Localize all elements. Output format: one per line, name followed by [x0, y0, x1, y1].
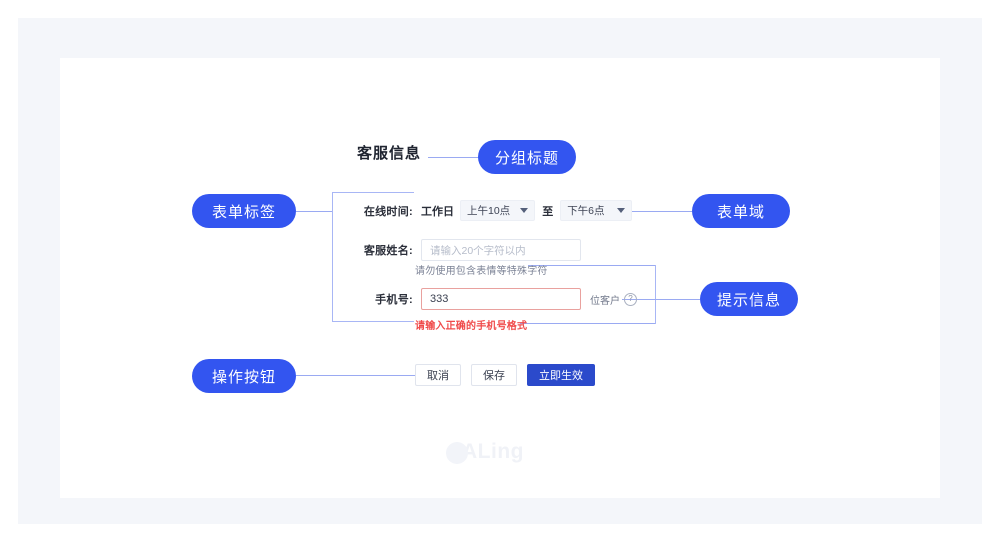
annotation-pill-action-buttons: 操作按钮 — [192, 359, 296, 393]
annotation-pill-hint-info: 提示信息 — [700, 282, 798, 316]
connector-form-field — [620, 211, 692, 212]
select-start-time-value: 上午10点 — [467, 205, 511, 217]
watermark-text: ALing — [462, 440, 524, 463]
connector-form-label — [296, 211, 332, 212]
label-phone: 手机号: — [375, 294, 413, 306]
action-button-bar: 取消 保存 立即生效 — [415, 364, 595, 386]
form-row-phone: 手机号: 333 位客户 ? — [345, 288, 637, 310]
chevron-down-icon — [520, 208, 529, 213]
label-agent-name: 客服姓名: — [363, 245, 413, 257]
connector-hint-bottom — [520, 323, 655, 324]
watermark-dot — [446, 442, 468, 464]
save-button[interactable]: 保存 — [471, 364, 517, 386]
annotation-pill-form-field: 表单域 — [692, 194, 790, 228]
phone-input-value: 333 — [430, 293, 449, 305]
connector-action-buttons — [296, 375, 416, 376]
form-row-online-time: 在线时间: 工作日 上午10点 至 下午6点 — [345, 200, 633, 221]
connector-hint-top — [528, 265, 655, 266]
connector-hint-info — [622, 299, 700, 300]
agent-name-placeholder: 请输入20个字符以内 — [430, 244, 526, 257]
select-end-time[interactable]: 下午6点 — [560, 200, 633, 221]
phone-input[interactable]: 333 — [421, 288, 581, 310]
error-message-phone: 请输入正确的手机号格式 — [415, 321, 528, 332]
cancel-button[interactable]: 取消 — [415, 364, 461, 386]
connector-group-title — [428, 157, 480, 158]
page-title: 客服信息 — [357, 145, 422, 162]
agent-name-input[interactable]: 请输入20个字符以内 — [421, 239, 581, 261]
select-end-time-value: 下午6点 — [567, 205, 605, 217]
watermark: ALing — [446, 440, 524, 464]
chevron-down-icon — [617, 208, 626, 213]
select-start-time[interactable]: 上午10点 — [460, 200, 536, 221]
inner-white-panel — [60, 58, 940, 498]
apply-button[interactable]: 立即生效 — [527, 364, 595, 386]
text-workday: 工作日 — [421, 205, 454, 218]
form-row-agent-name: 客服姓名: 请输入20个字符以内 — [345, 239, 581, 261]
helper-text-agent-name: 请勿使用包含表情等特殊字符 — [415, 266, 548, 277]
annotation-pill-form-label: 表单标签 — [192, 194, 296, 228]
text-time-separator: 至 — [542, 205, 554, 218]
question-circle-icon[interactable]: ? — [624, 292, 637, 306]
form-label-bracket — [332, 192, 414, 322]
label-online-time: 在线时间: — [363, 205, 413, 218]
annotation-pill-group-title: 分组标题 — [478, 140, 576, 174]
phone-suffix-text: 位客户 — [590, 295, 620, 307]
phone-suffix: 位客户 ? — [590, 292, 637, 307]
